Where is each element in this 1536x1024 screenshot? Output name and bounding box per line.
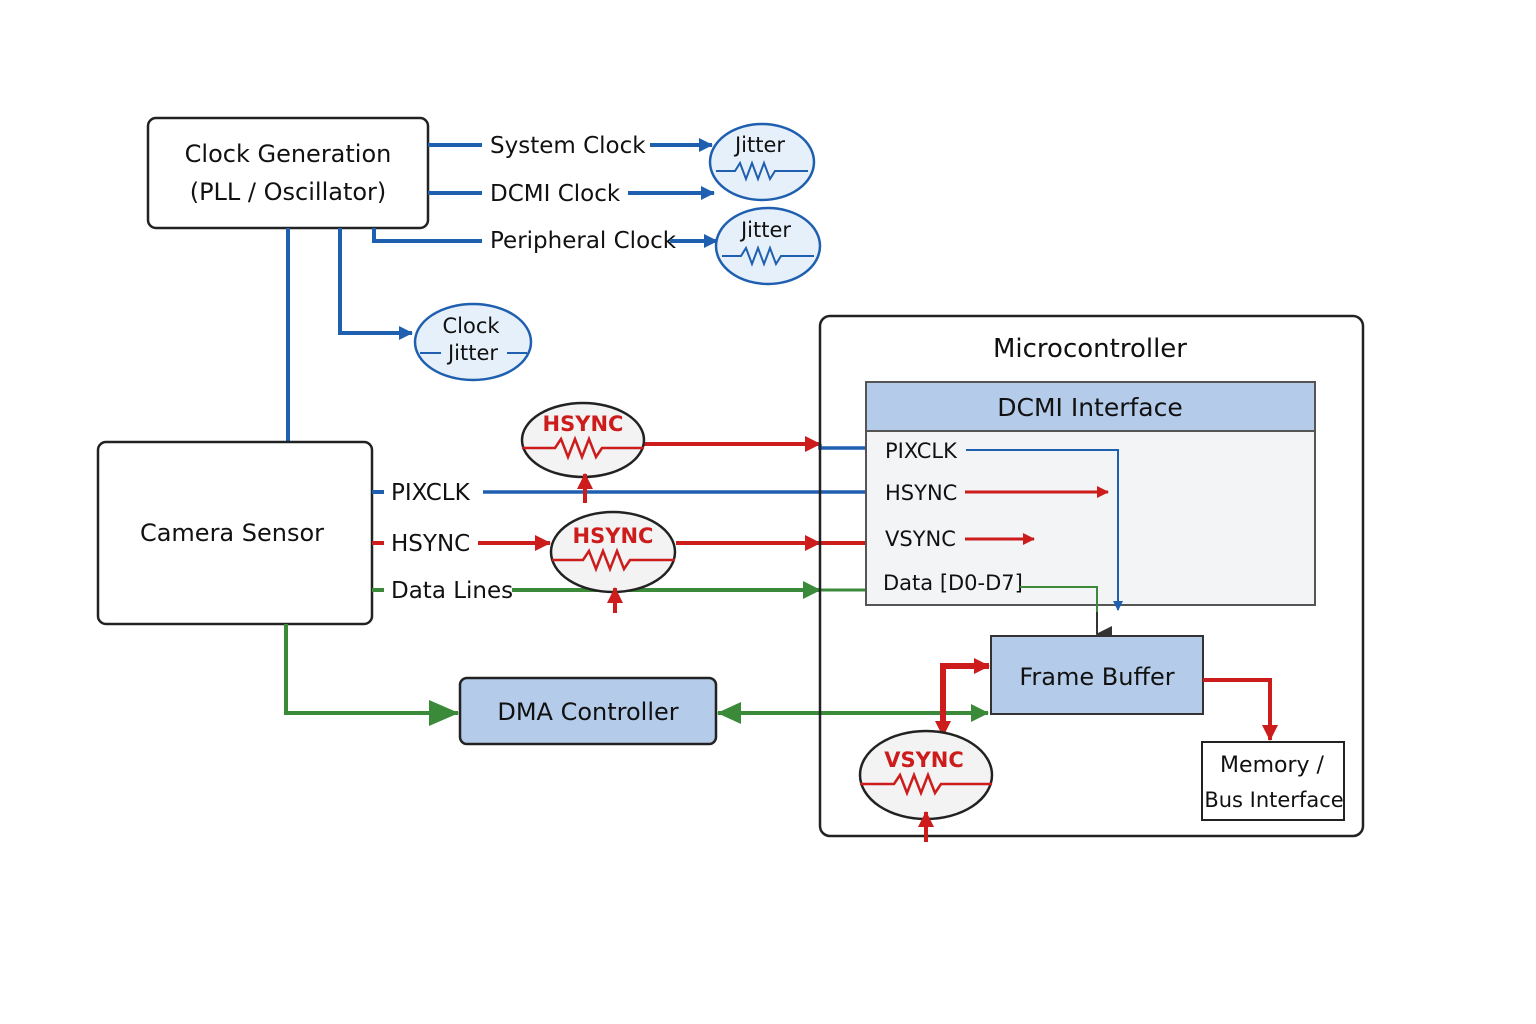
clock-generation-box xyxy=(146,116,430,230)
clock-jitter-line2: Jitter xyxy=(446,341,498,365)
memory-line1: Memory / xyxy=(1220,753,1324,778)
peripheral-clock-jitter: Jitter xyxy=(714,206,822,286)
camera-sensor-title: Camera Sensor xyxy=(140,519,324,547)
noise-label: VSYNC xyxy=(884,748,964,772)
microcontroller-title: Microcontroller xyxy=(993,334,1187,364)
hsync-noise-mid: HSYNC xyxy=(549,510,677,613)
dma-controller-box xyxy=(458,676,718,746)
sensor-to-dma-line xyxy=(284,624,459,726)
sensor-data-label: Data Lines xyxy=(391,578,513,604)
system-clock-label: System Clock xyxy=(490,133,646,159)
camera-sensor-block: Camera Sensor xyxy=(96,440,374,626)
microcontroller-box xyxy=(818,314,1365,838)
clock-jitter-ellipse xyxy=(413,302,533,382)
resistor-zigzag-icon xyxy=(522,435,644,461)
memory-line2: Bus Interface xyxy=(1204,788,1343,812)
jitter-label: Jitter xyxy=(733,133,785,157)
clock-generation-block: Clock Generation (PLL / Oscillator) xyxy=(146,116,430,230)
clock-generation-title: Clock Generation xyxy=(185,140,392,168)
clock-generation-subtitle: (PLL / Oscillator) xyxy=(190,178,387,206)
pixclk-internal-route xyxy=(966,449,1123,611)
noise-label: HSYNC xyxy=(573,524,654,548)
camera-sensor-box xyxy=(96,440,374,626)
dma-controller-title: DMA Controller xyxy=(497,698,678,726)
sensor-hsync-label: HSYNC xyxy=(391,531,470,557)
system-clock-jitter: Jitter xyxy=(708,122,816,202)
dcmi-pin-hsync: HSYNC xyxy=(885,481,957,505)
jitter-zigzag-icon xyxy=(716,160,808,182)
clock-jitter-line1: Clock xyxy=(442,314,500,338)
framebuffer-to-memory-line xyxy=(1203,678,1278,741)
resistor-zigzag-icon xyxy=(552,547,675,573)
noise-ellipse xyxy=(858,729,994,821)
peripheral-clock-label: Peripheral Clock xyxy=(490,228,677,254)
frame-buffer-title: Frame Buffer xyxy=(1019,663,1174,691)
hsync-noise-top: HSYNC xyxy=(520,401,646,503)
memory-bus-box xyxy=(1201,741,1345,821)
sensor-pixclk-label: PIXCLK xyxy=(391,480,471,506)
clock-jitter-node: Clock Jitter xyxy=(413,302,533,382)
dcmi-interface-header xyxy=(865,381,1316,432)
dcmi-interface-title: DCMI Interface xyxy=(997,393,1183,422)
jitter-ellipse xyxy=(708,122,816,202)
frame-buffer-box xyxy=(990,635,1204,715)
dma-controller-block: DMA Controller xyxy=(458,676,718,746)
jitter-zigzag-icon xyxy=(722,245,814,267)
peripheral-clock-stub xyxy=(372,228,482,243)
dcmi-pin-vsync: VSYNC xyxy=(885,527,956,551)
jitter-ellipse xyxy=(714,206,822,286)
vsync-feedback-line xyxy=(940,658,990,734)
dcmi-clock-label: DCMI Clock xyxy=(490,181,621,207)
vsync-noise: VSYNC xyxy=(858,729,994,842)
microcontroller-block: Microcontroller DCMI Interface PIXCLK HS… xyxy=(818,314,1365,838)
dcmi-pin-pixclk: PIXCLK xyxy=(885,439,958,463)
noise-label: HSYNC xyxy=(543,412,624,436)
clock-to-jitter-line xyxy=(338,228,413,340)
resistor-zigzag-icon xyxy=(860,771,992,797)
jitter-label: Jitter xyxy=(739,218,791,242)
dcmi-pin-data: Data [D0-D7] xyxy=(883,571,1023,595)
